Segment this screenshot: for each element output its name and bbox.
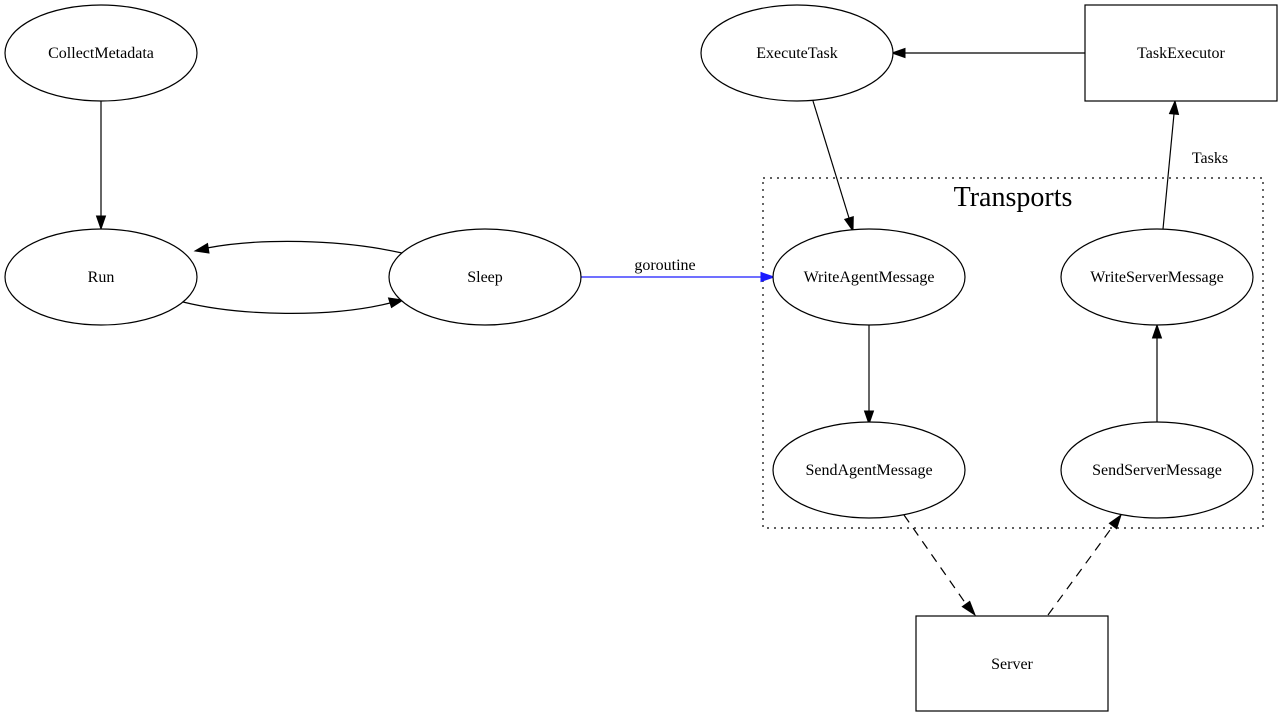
- arrowhead-collectmetadata-run: [95, 215, 107, 231]
- arrowhead-executetask-writeagentmessage: [843, 216, 854, 233]
- node-run: Run: [4, 228, 198, 326]
- node-server: Server: [915, 615, 1109, 712]
- edge-label-goroutine: goroutine: [634, 257, 695, 274]
- node-sleep: Sleep: [388, 228, 582, 326]
- node-collectmetadata: CollectMetadata: [4, 4, 198, 102]
- node-writeservermessage: WriteServerMessage: [1060, 228, 1254, 326]
- arrowhead-run-sleep: [387, 297, 405, 309]
- node-sendservermessage-label: SendServerMessage: [1092, 462, 1222, 479]
- node-sleep-label: Sleep: [467, 269, 503, 286]
- node-server-label: Server: [991, 656, 1033, 673]
- node-executetask-label: ExecuteTask: [756, 45, 838, 62]
- transports-cluster: [762, 177, 1264, 529]
- edge-server-sendservermessage: [1047, 525, 1114, 616]
- node-taskexecutor: TaskExecutor: [1084, 4, 1278, 102]
- arrowhead-sendservermessage-writeservermessage: [1151, 323, 1163, 339]
- arrowhead-server-sendservermessage: [1108, 513, 1122, 530]
- arrowhead-taskexecutor-executetask: [890, 47, 906, 59]
- edge-writeservermessage-taskexecutor: [1162, 113, 1175, 230]
- edge-sendagentmessage-server: [903, 514, 967, 605]
- arrowhead-sendagentmessage-server: [961, 600, 977, 617]
- node-writeagentmessage: WriteAgentMessage: [772, 228, 966, 326]
- edge-sleep-run: [206, 240, 403, 254]
- edge-label-tasks: Tasks: [1192, 150, 1228, 167]
- node-writeservermessage-label: WriteServerMessage: [1090, 269, 1224, 286]
- node-taskexecutor-label: TaskExecutor: [1137, 45, 1225, 62]
- node-sendagentmessage-label: SendAgentMessage: [805, 462, 932, 479]
- arrowhead-writeservermessage-taskexecutor: [1168, 99, 1180, 115]
- arrowhead-sleep-run: [193, 242, 210, 254]
- transports-cluster-label: Transports: [954, 182, 1073, 213]
- node-collectmetadata-label: CollectMetadata: [48, 45, 154, 62]
- arrowhead-writeagentmessage-sendagentmessage: [863, 410, 875, 426]
- edge-executetask-writeagentmessage: [812, 100, 850, 219]
- node-executetask: ExecuteTask: [700, 4, 894, 102]
- node-writeagentmessage-label: WriteAgentMessage: [804, 269, 935, 286]
- node-run-label: Run: [88, 269, 115, 286]
- node-sendservermessage: SendServerMessage: [1060, 421, 1254, 519]
- edge-run-sleep: [182, 301, 391, 315]
- arrowhead-sleep-writeagentmessage: [760, 271, 776, 283]
- node-sendagentmessage: SendAgentMessage: [772, 421, 966, 519]
